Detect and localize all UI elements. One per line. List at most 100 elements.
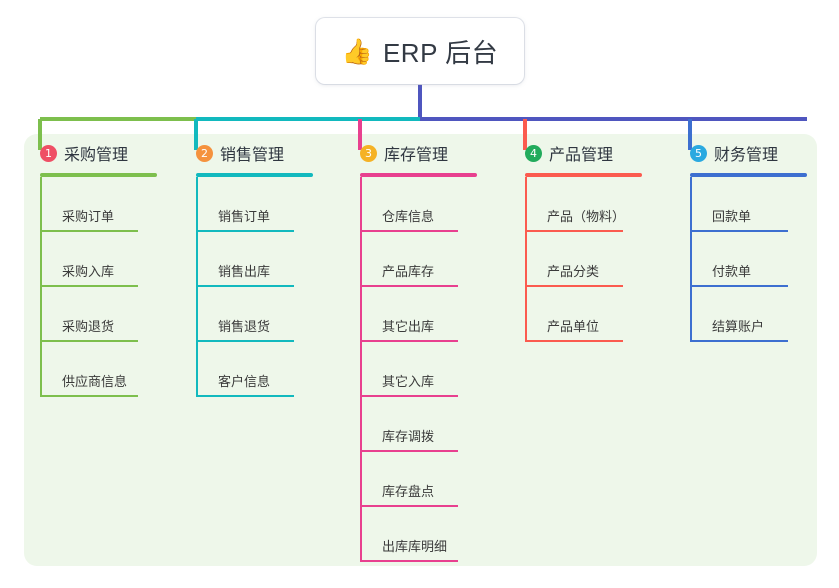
root-title: ERP 后台: [382, 37, 499, 68]
branch-item-label: 销售出库: [218, 264, 271, 279]
branch-item[interactable]: 销售出库: [196, 232, 340, 287]
branch-item[interactable]: 供应商信息: [40, 342, 184, 397]
branch-badge-1: 1: [40, 144, 57, 162]
branch-item-label: 销售退货: [218, 319, 271, 334]
branch-item-underline: [525, 340, 623, 342]
branch-item-underline: [690, 230, 788, 232]
branch-item-label: 采购入库: [62, 264, 115, 279]
branch-item[interactable]: 销售退货: [196, 287, 340, 342]
branch-item[interactable]: 客户信息: [196, 342, 340, 397]
branch-item-label: 产品分类: [547, 264, 600, 279]
branch-item-label: 其它出库: [382, 319, 435, 334]
branch-items-2: 销售订单销售出库销售退货客户信息: [180, 177, 340, 397]
branch-item[interactable]: 其它入库: [360, 342, 504, 397]
branch-item-label: 产品（物料）: [547, 209, 626, 224]
branch-badge-5: 5: [690, 144, 707, 162]
root-node-content: 👍 ERP 后台: [342, 33, 498, 70]
branch-item-label: 出库库明细: [382, 539, 448, 554]
branch-item-underline: [40, 395, 138, 397]
branch-item[interactable]: 其它出库: [360, 287, 504, 342]
branch-item-label: 产品单位: [547, 319, 600, 334]
branch-item-underline: [360, 560, 458, 562]
branch-item-label: 回款单: [712, 209, 752, 224]
branch-item-underline: [360, 505, 458, 507]
branch-header-5[interactable]: 5 财务管理: [674, 140, 834, 166]
branch-item-underline: [40, 340, 138, 342]
branch-title-2: 销售管理: [220, 147, 285, 164]
branch-item-label: 库存盘点: [382, 484, 435, 499]
branch-column-2: 2 销售管理销售订单销售出库销售退货客户信息: [180, 140, 340, 397]
branch-item[interactable]: 仓库信息: [360, 177, 504, 232]
branch-item-underline: [690, 340, 788, 342]
branch-item[interactable]: 付款单: [690, 232, 834, 287]
branches-panel: [24, 134, 817, 566]
branch-item-label: 产品库存: [382, 264, 435, 279]
branch-underline-5: [690, 173, 807, 177]
branch-title-3: 库存管理: [384, 147, 449, 164]
branch-item-underline: [360, 230, 458, 232]
branch-spine-5: [690, 177, 692, 342]
branch-spine-2: [196, 177, 198, 397]
branch-item[interactable]: 采购入库: [40, 232, 184, 287]
branch-items-3: 仓库信息产品库存其它出库其它入库库存调拨库存盘点出库库明细: [344, 177, 504, 562]
branch-item-underline: [196, 230, 294, 232]
branch-item[interactable]: 采购订单: [40, 177, 184, 232]
branch-badge-4: 4: [525, 144, 542, 162]
branch-item-underline: [40, 285, 138, 287]
root-node[interactable]: 👍 ERP 后台: [316, 18, 524, 84]
branch-item-underline: [525, 230, 623, 232]
branch-title-1: 采购管理: [64, 147, 129, 164]
branch-column-5: 5 财务管理回款单付款单结算账户: [674, 140, 834, 342]
branch-item-label: 供应商信息: [62, 374, 128, 389]
branch-item-underline: [360, 285, 458, 287]
branch-header-2[interactable]: 2 销售管理: [180, 140, 340, 166]
branch-item[interactable]: 结算账户: [690, 287, 834, 342]
branch-items-5: 回款单付款单结算账户: [674, 177, 834, 342]
branch-badge-3: 3: [360, 144, 377, 162]
branch-spine-4: [525, 177, 527, 342]
branch-spine-3: [360, 177, 362, 562]
branch-item-underline: [360, 395, 458, 397]
branch-item-underline: [360, 450, 458, 452]
branch-item-label: 采购订单: [62, 209, 115, 224]
branch-header-4[interactable]: 4 产品管理: [509, 140, 669, 166]
branch-item-underline: [196, 285, 294, 287]
branch-item-label: 销售订单: [218, 209, 271, 224]
branch-item-label: 库存调拨: [382, 429, 435, 444]
branch-badge-2: 2: [196, 144, 213, 162]
branch-item-underline: [360, 340, 458, 342]
branch-underline-3: [360, 173, 477, 177]
branch-item[interactable]: 库存盘点: [360, 452, 504, 507]
branch-item[interactable]: 出库库明细: [360, 507, 504, 562]
thumbs-up-icon: 👍: [341, 36, 373, 66]
branch-item-underline: [690, 285, 788, 287]
branch-items-1: 采购订单采购入库采购退货供应商信息: [24, 177, 184, 397]
branch-item-label: 其它入库: [382, 374, 435, 389]
branch-item[interactable]: 产品（物料）: [525, 177, 669, 232]
branch-item-underline: [196, 340, 294, 342]
branch-item[interactable]: 产品分类: [525, 232, 669, 287]
branch-title-4: 产品管理: [549, 147, 614, 164]
branch-item-label: 客户信息: [218, 374, 271, 389]
branch-item[interactable]: 产品库存: [360, 232, 504, 287]
branch-header-1[interactable]: 1 采购管理: [24, 140, 184, 166]
branch-column-4: 4 产品管理产品（物料） 产品分类产品单位: [509, 140, 669, 342]
branch-spine-1: [40, 177, 42, 397]
branch-item[interactable]: 回款单: [690, 177, 834, 232]
branch-item[interactable]: 产品单位: [525, 287, 669, 342]
branch-item-underline: [525, 285, 623, 287]
branch-item-label: 仓库信息: [382, 209, 435, 224]
branch-title-5: 财务管理: [714, 147, 779, 164]
branch-item-underline: [196, 395, 294, 397]
branch-header-3[interactable]: 3 库存管理: [344, 140, 504, 166]
branch-item-label: 采购退货: [62, 319, 115, 334]
branch-underline-2: [196, 173, 313, 177]
branch-column-1: 1 采购管理采购订单采购入库采购退货供应商信息: [24, 140, 184, 397]
branch-item-label: 付款单: [712, 264, 752, 279]
branch-item[interactable]: 库存调拨: [360, 397, 504, 452]
branch-column-3: 3 库存管理仓库信息产品库存其它出库其它入库库存调拨库存盘点出库库明细: [344, 140, 504, 562]
branch-item[interactable]: 销售订单: [196, 177, 340, 232]
branch-item[interactable]: 采购退货: [40, 287, 184, 342]
branch-underline-4: [525, 173, 642, 177]
